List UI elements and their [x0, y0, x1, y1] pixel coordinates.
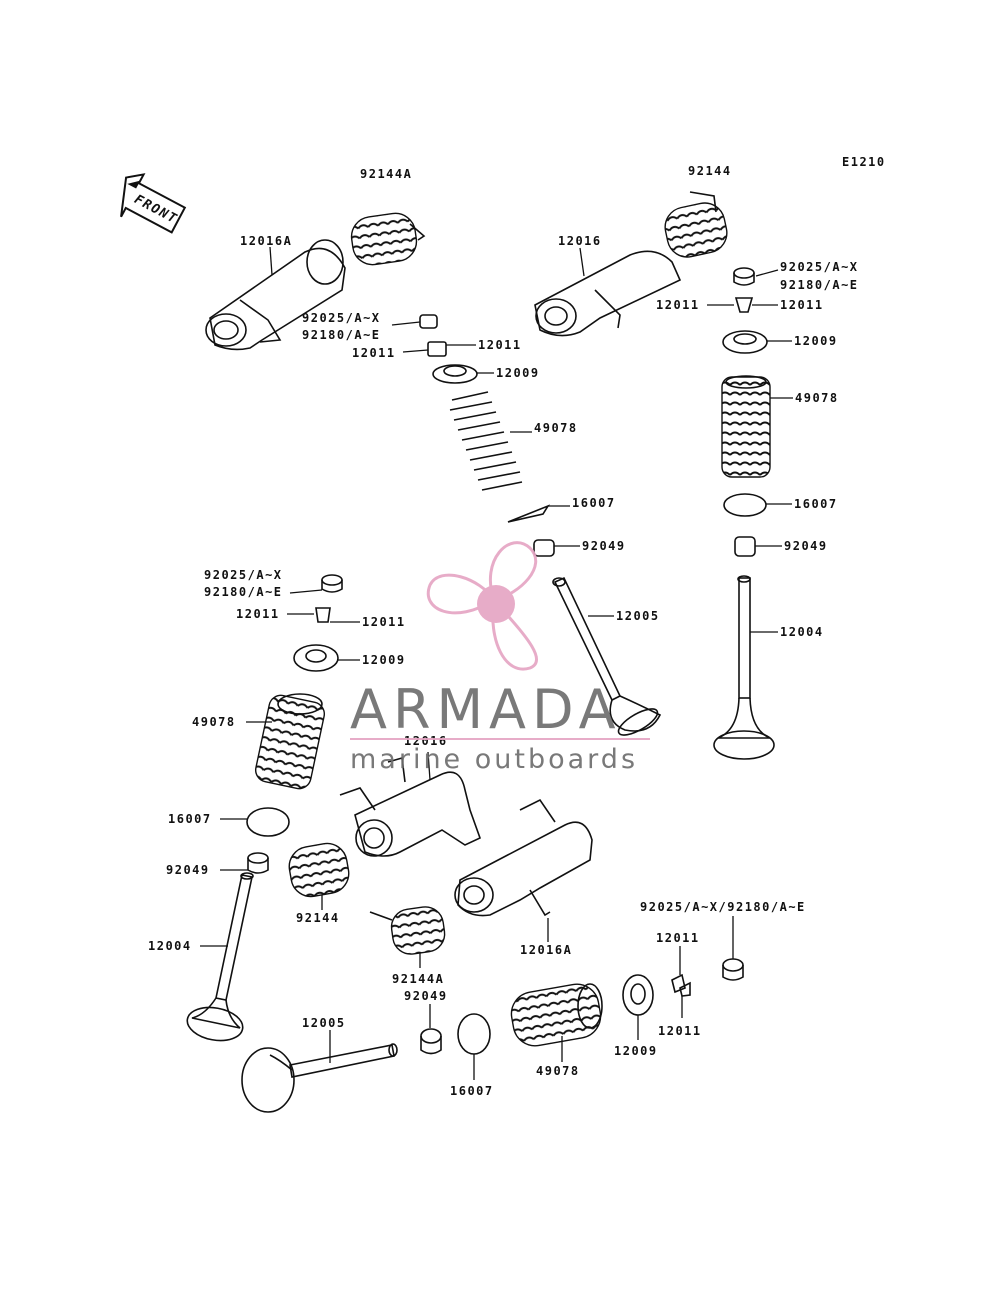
label-keeper-lower-b: 12011 — [658, 1024, 702, 1038]
spring-seat-upper-right — [723, 493, 767, 517]
retainer-mid-left — [293, 644, 339, 672]
valve-seal-upper-left — [533, 539, 555, 557]
diagram-code: E1210 — [842, 155, 886, 169]
label-valve-spring-mid: 49078 — [192, 715, 236, 729]
intake-valve-upper-right — [713, 575, 775, 760]
valve-spring-lower — [510, 983, 603, 1047]
label-keeper-right-a: 12011 — [656, 298, 700, 312]
label-keeper-left-b: 12011 — [478, 338, 522, 352]
leader-line — [391, 321, 421, 326]
label-retainer-left: 12009 — [496, 366, 540, 380]
label-seal-left: 92049 — [582, 539, 626, 553]
label-valve-exhaust-mid: 12005 — [616, 609, 660, 623]
spring-seat-upper-left — [507, 504, 550, 523]
propeller-icon — [426, 541, 538, 671]
label-seat-lower: 16007 — [450, 1084, 494, 1098]
label-spring-a-top: 92144A — [360, 167, 412, 181]
label-shim-right-2: 92180/A~E — [780, 278, 859, 292]
leader-line — [269, 246, 273, 276]
label-shim-left-2: 92180/A~E — [302, 328, 381, 342]
retainer-upper-left — [432, 364, 478, 384]
keeper-upper-left — [427, 341, 447, 357]
valve-spring-mid-left — [254, 693, 326, 790]
valve-seal-mid-left — [247, 852, 269, 874]
label-rocker-a-top: 12016A — [240, 234, 292, 248]
retainer-lower — [622, 974, 654, 1016]
label-shim-lower: 92025/A~X/92180/A~E — [640, 900, 806, 914]
keeper-lower — [671, 973, 691, 997]
label-shim-right-1: 92025/A~X — [780, 260, 859, 274]
spring-seat-mid-left — [246, 807, 290, 837]
label-seat-right: 16007 — [794, 497, 838, 511]
valve-spring-upper-right — [721, 375, 771, 478]
front-arrow-icon: FRONT — [120, 173, 187, 234]
label-rocker-top-right: 12016 — [558, 234, 602, 248]
label-seal-mid: 92049 — [166, 863, 210, 877]
rocker-spring-upper-right — [664, 191, 728, 258]
label-shim-mid-2: 92180/A~E — [204, 585, 283, 599]
label-valve-intake-right: 12004 — [780, 625, 824, 639]
rocker-arm-a-lower — [454, 798, 593, 917]
exhaust-valve-lower — [241, 1043, 398, 1113]
label-shim-left-1: 92025/A~X — [302, 311, 381, 325]
label-valve-spring-lower: 49078 — [536, 1064, 580, 1078]
label-retainer-mid: 12009 — [362, 653, 406, 667]
label-retainer-lower: 12009 — [614, 1044, 658, 1058]
label-retainer-right: 12009 — [794, 334, 838, 348]
label-rocker-a-lower: 12016A — [520, 943, 572, 957]
leader-line — [402, 349, 429, 353]
label-seat-mid: 16007 — [168, 812, 212, 826]
label-shim-mid-1: 92025/A~X — [204, 568, 283, 582]
label-valve-exhaust-lower: 12005 — [302, 1016, 346, 1030]
leader-line — [579, 247, 585, 277]
shim-upper-left — [419, 314, 438, 329]
label-seal-lower: 92049 — [404, 989, 448, 1003]
label-keeper-mid-b: 12011 — [362, 615, 406, 629]
leader-line — [755, 269, 779, 277]
label-valve-spring-left: 49078 — [534, 421, 578, 435]
spring-seat-lower — [457, 1013, 491, 1055]
armada-logo: ARMADA marine outboards — [350, 541, 650, 775]
label-valve-intake-lower: 12004 — [148, 939, 192, 953]
shim-lower — [722, 958, 744, 981]
keeper-upper-right — [734, 297, 754, 313]
shim-upper-right — [733, 267, 755, 286]
keeper-mid-left — [315, 607, 331, 623]
rocker-spring-a-lower — [369, 906, 446, 955]
rocker-spring-a-upper — [350, 212, 426, 266]
exhaust-valve-upper — [552, 576, 662, 736]
intake-valve-lower-left — [186, 872, 254, 1042]
shim-mid-left — [321, 574, 343, 593]
valve-seal-upper-right — [734, 536, 756, 557]
brand-divider — [350, 738, 650, 740]
retainer-upper-right — [722, 330, 768, 354]
leader-line — [427, 751, 431, 781]
label-keeper-right-b: 12011 — [780, 298, 824, 312]
rocker-arm-a-upper — [205, 239, 346, 351]
label-keeper-left-a: 12011 — [352, 346, 396, 360]
label-keeper-mid-a: 12011 — [236, 607, 280, 621]
valve-spring-upper-left — [449, 391, 523, 491]
valve-seal-lower — [420, 1028, 442, 1055]
label-seat-left: 16007 — [572, 496, 616, 510]
label-seal-right: 92049 — [784, 539, 828, 553]
leader-line — [289, 589, 323, 594]
label-rocker-center: 12016 — [404, 734, 448, 748]
label-spring-center: 92144 — [296, 911, 340, 925]
rocker-spring-center — [288, 842, 350, 898]
rocker-arm-center — [339, 756, 481, 857]
label-valve-spring-right: 49078 — [795, 391, 839, 405]
label-spring-top-right: 92144 — [688, 164, 732, 178]
brand-tagline: marine outboards — [350, 744, 638, 775]
brand-name: ARMADA — [350, 678, 622, 741]
rocker-arm-upper-right — [534, 250, 682, 337]
label-spring-a-lower: 92144A — [392, 972, 444, 986]
label-keeper-lower-a: 12011 — [656, 931, 700, 945]
